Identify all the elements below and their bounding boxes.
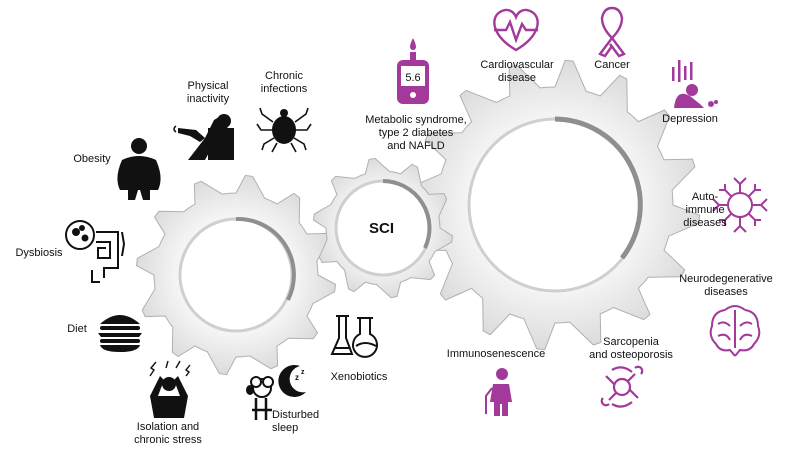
label-diet: Diet: [67, 323, 87, 335]
left-gear: [135, 174, 337, 376]
sleep-icon: z z: [246, 364, 306, 420]
obese-person-icon: [117, 138, 161, 200]
label-physical-inactivity: Physical inactivity: [186, 80, 230, 105]
label-sarcopenia: Sarcopenia and osteoporosis: [589, 336, 673, 361]
center-gear: [312, 157, 454, 299]
svg-text:z: z: [295, 373, 299, 382]
label-chronic-infections: Chronic infections: [260, 70, 308, 95]
label-neurodegenerative: Neurodegenerative diseases: [679, 273, 773, 298]
label-disturbed-sleep: Disturbed sleep: [272, 409, 320, 434]
svg-text:z: z: [301, 369, 305, 376]
elderly-person-icon: [485, 368, 512, 416]
label-cancer: Cancer: [594, 59, 630, 71]
label-xenobiotics: Xenobiotics: [330, 371, 388, 383]
label-depression: Depression: [662, 113, 718, 125]
center-label: SCI: [369, 220, 395, 237]
label-cardiovascular: Cardiovascular disease: [480, 59, 554, 84]
label-autoimmune: Auto- immune diseases: [683, 191, 727, 229]
glucose-meter-icon: 5.6: [397, 38, 429, 104]
label-obesity: Obesity: [73, 153, 111, 165]
joint-bone-icon: [600, 365, 644, 408]
inactivity-icon: [173, 114, 234, 160]
gut-microbiome-icon: [65, 220, 126, 283]
flasks-icon: [330, 315, 378, 358]
label-immunosenescence: Immunosenescence: [446, 348, 546, 360]
label-isolation: Isolation and chronic stress: [134, 421, 202, 446]
antibody-ring-icon: [712, 177, 768, 233]
label-metabolic: Metabolic syndrome, type 2 diabetes and …: [365, 114, 467, 152]
right-gear: [409, 59, 701, 351]
label-dysbiosis: Dysbiosis: [15, 247, 63, 259]
brain-icon: [709, 305, 761, 357]
heart-pulse-icon: [493, 8, 539, 52]
tick-icon: [256, 107, 312, 153]
depressed-person-icon: [672, 60, 718, 108]
burger-icon: [98, 315, 142, 352]
ribbon-icon: [598, 6, 626, 58]
glucose-value: 5.6: [405, 72, 420, 84]
stressed-person-icon: [149, 360, 191, 418]
